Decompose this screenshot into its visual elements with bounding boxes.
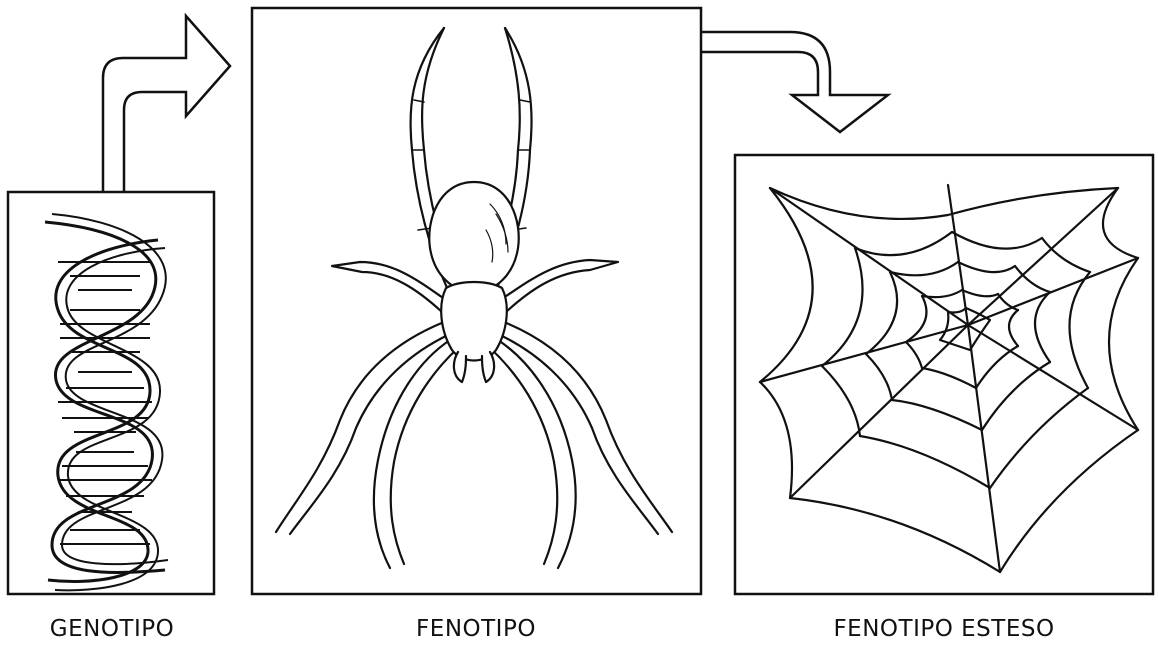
genotype-label: GENOTIPO [50, 616, 174, 642]
arrow-genotype-to-phenotype [103, 16, 230, 192]
extended-phenotype-panel [735, 155, 1153, 594]
genotype-frame [8, 192, 214, 594]
phenotype-panel [252, 8, 701, 594]
genotype-panel [8, 192, 214, 594]
phenotype-label: FENOTIPO [416, 616, 536, 642]
arrow-phenotype-to-extended [701, 32, 888, 132]
extended-phenotype-label: FENOTIPO ESTESO [833, 616, 1054, 642]
